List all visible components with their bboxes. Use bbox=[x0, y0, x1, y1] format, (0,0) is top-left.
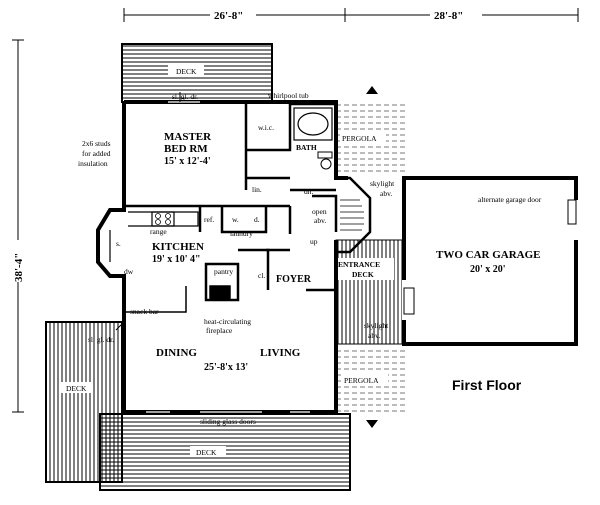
entrance-deck-label-2: DECK bbox=[352, 270, 374, 279]
dimension-top-right: 28'-8" bbox=[434, 10, 463, 22]
kitchen-counter bbox=[109, 211, 199, 262]
fireplace bbox=[209, 285, 231, 301]
stair bbox=[312, 176, 372, 254]
master-bed-label-2: BED RM bbox=[164, 143, 208, 155]
dimension-top-left: 26'-8" bbox=[214, 10, 243, 22]
living-size: 25'-8'x 13' bbox=[204, 362, 248, 373]
deck-bottom bbox=[99, 413, 351, 491]
label-dn: dn. bbox=[304, 187, 314, 196]
label-snack-bar: snack bar bbox=[130, 307, 159, 316]
deck-left-label: DECK bbox=[66, 384, 87, 393]
garage-label: TWO CAR GARAGE bbox=[436, 249, 541, 261]
label-skylight-1: skylight bbox=[370, 179, 395, 188]
label-whirlpool: whirlpool tub bbox=[268, 91, 309, 100]
deck-top bbox=[121, 43, 273, 103]
garage-door bbox=[402, 199, 578, 320]
label-fireplace-1: heat-circulating bbox=[204, 317, 251, 326]
whirlpool-tub bbox=[293, 107, 333, 141]
floor-title: First Floor bbox=[452, 377, 522, 393]
label-cl: cl. bbox=[258, 271, 265, 280]
label-fireplace-2: fireplace bbox=[206, 326, 233, 335]
label-studs-1: 2x6 studs bbox=[82, 139, 111, 148]
doors bbox=[115, 92, 181, 331]
bath-label: BATH bbox=[296, 143, 317, 152]
label-up: up bbox=[310, 237, 318, 246]
label-dw: dw bbox=[124, 267, 134, 276]
master-bed-size: 15' x 12'-4' bbox=[164, 156, 211, 167]
label-laundry: laundry bbox=[230, 229, 253, 238]
pergola-bottom bbox=[335, 346, 407, 414]
label-lin: lin. bbox=[252, 185, 262, 194]
dimension-left: 38'-4" bbox=[13, 253, 25, 282]
label-alt-garage-door: alternate garage door bbox=[478, 195, 542, 204]
bath-fixtures bbox=[317, 151, 333, 170]
garage-size: 20' x 20' bbox=[470, 264, 506, 275]
snack-bar bbox=[124, 286, 187, 313]
kitchen-size: 19' x 10' 4" bbox=[152, 254, 201, 265]
label-skylight2-2: abv. bbox=[368, 331, 380, 340]
windows bbox=[146, 101, 310, 413]
label-range: range bbox=[150, 227, 167, 236]
label-sl-gl-dr-left: sl. gl. dr. bbox=[88, 335, 114, 344]
dining-label: DINING bbox=[156, 347, 197, 359]
pergola-top bbox=[335, 100, 407, 176]
window-sills bbox=[146, 100, 310, 414]
label-wic: w.i.c. bbox=[258, 123, 274, 132]
label-w: w. bbox=[232, 215, 239, 224]
section-marker-top bbox=[366, 86, 378, 94]
label-s: s. bbox=[116, 239, 121, 248]
label-open-1: open bbox=[312, 207, 327, 216]
master-bed-label-1: MASTER bbox=[164, 131, 212, 143]
label-skylight2-1: skylight bbox=[364, 321, 389, 330]
foyer-label: FOYER bbox=[276, 274, 312, 285]
deck-bottom-label: DECK bbox=[196, 448, 217, 457]
label-studs-3: insulation bbox=[78, 159, 108, 168]
entrance-deck-label-1: ENTRANCE bbox=[338, 260, 380, 269]
label-pantry: pantry bbox=[214, 267, 233, 276]
pergola-top-label: PERGOLA bbox=[342, 134, 377, 143]
label-studs-2: for added bbox=[82, 149, 111, 158]
kitchen-label: KITCHEN bbox=[152, 241, 204, 253]
living-label: LIVING bbox=[260, 347, 301, 359]
label-open-2: abv. bbox=[314, 216, 326, 225]
interior-walls bbox=[124, 102, 336, 302]
deck-top-label: DECK bbox=[176, 67, 197, 76]
label-d: d. bbox=[254, 215, 260, 224]
section-marker-bottom bbox=[366, 420, 378, 428]
stair-treads bbox=[340, 199, 364, 231]
dimension-lines bbox=[12, 8, 579, 413]
label-ref: ref. bbox=[204, 215, 214, 224]
label-sliding-glass-doors: sliding glass doors bbox=[200, 417, 256, 426]
pergola-bottom-label: PERGOLA bbox=[344, 376, 379, 385]
range-burners bbox=[155, 213, 171, 225]
label-skylight-2: abv. bbox=[380, 189, 392, 198]
label-sl-gl-dr-top: sl. gl. dr. bbox=[172, 92, 198, 101]
